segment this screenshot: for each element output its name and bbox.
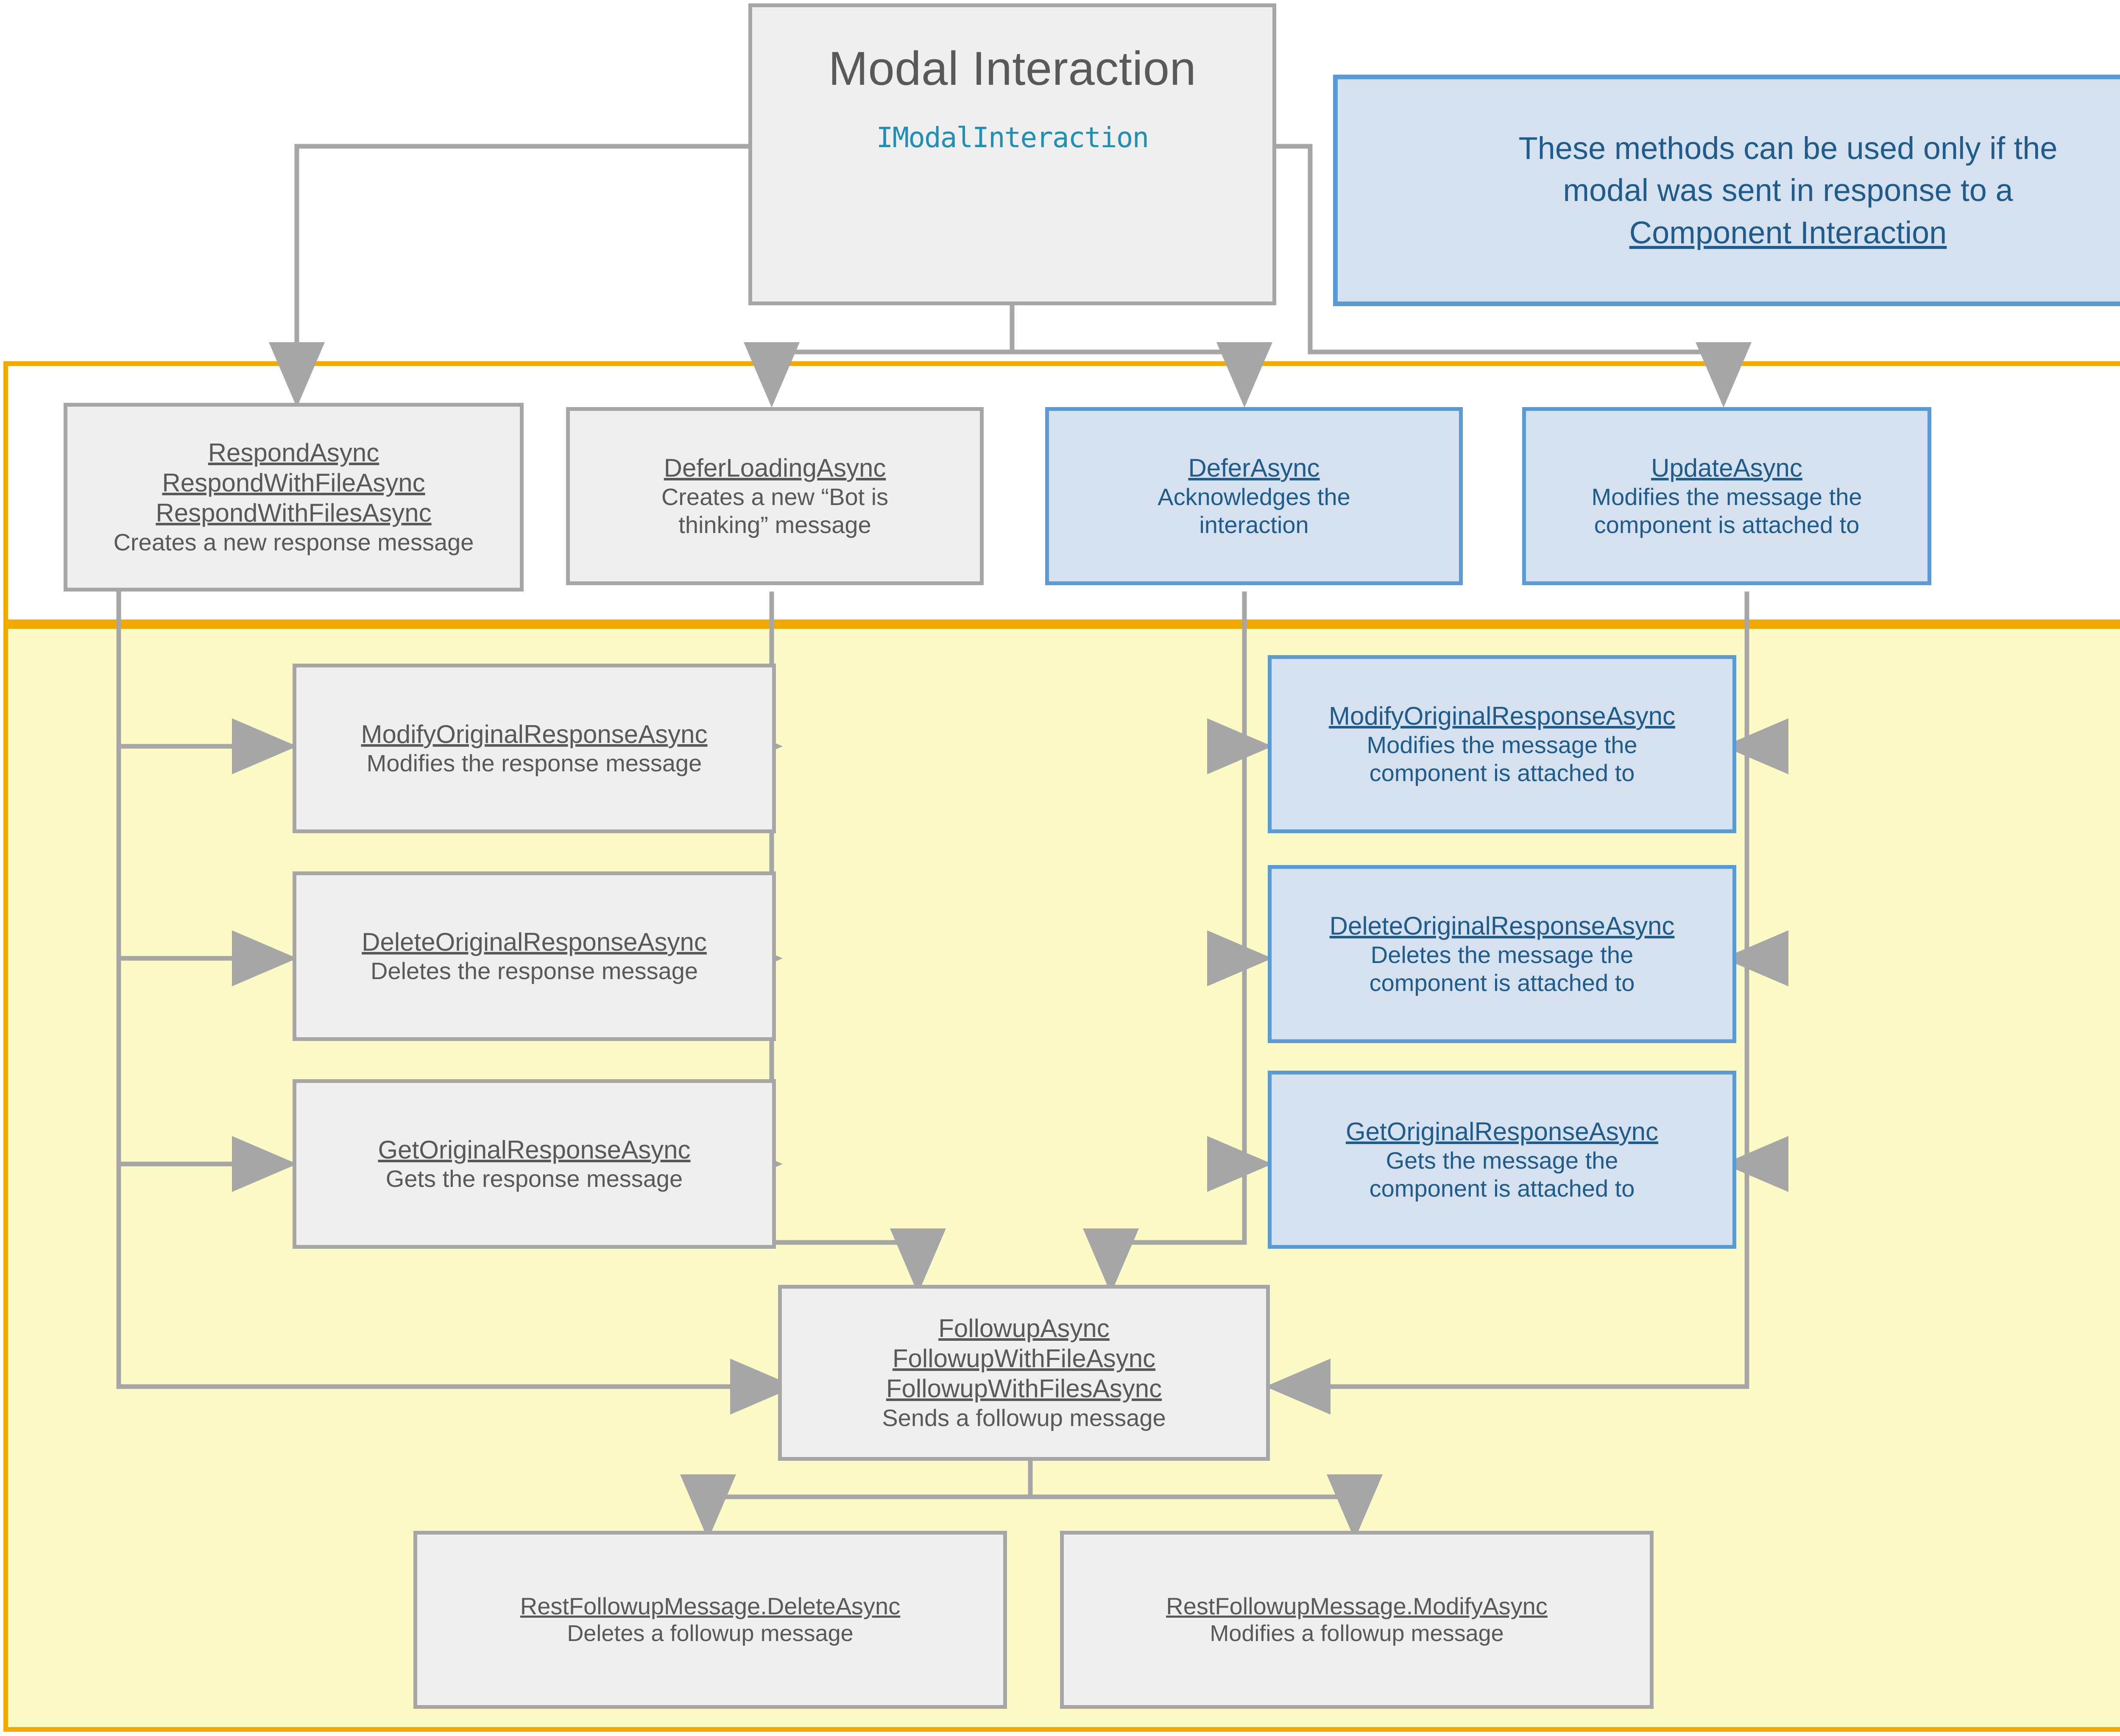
description-defer-loading-0: Creates a new “Bot is — [661, 483, 889, 511]
method-link-modify-original-response-component-0[interactable]: ModifyOriginalResponseAsync — [1328, 701, 1676, 730]
method-link-delete-original-response-0[interactable]: DeleteOriginalResponseAsync — [362, 927, 707, 956]
component-interaction-note: These methods can be used only if the mo… — [1333, 75, 2120, 306]
method-link-defer-loading-0[interactable]: DeferLoadingAsync — [664, 453, 886, 482]
method-link-update-0[interactable]: UpdateAsync — [1651, 453, 1802, 482]
legend-followup-line-4: interaction token’s lifetime — [1933, 797, 2120, 829]
legend-initial-line-1: Has to be executed in 3 seconds — [1933, 435, 2120, 466]
legend-initial-response: Initial Response methods Has to be execu… — [1933, 399, 2120, 530]
description-followup-0: Sends a followup message — [882, 1404, 1166, 1431]
method-link-respond-1[interactable]: RespondWithFileAsync — [162, 469, 425, 497]
method-link-rest-followup-modify-0[interactable]: RestFollowupMessage.ModifyAsync — [1166, 1593, 1548, 1620]
legend-followup-line-3: Can be used multiple times during — [1933, 765, 2120, 797]
method-link-get-original-response-component-0[interactable]: GetOriginalResponseAsync — [1345, 1117, 1659, 1146]
legend-initial-heading: Initial Response methods — [1933, 399, 2120, 435]
description-defer-1: interaction — [1199, 511, 1309, 539]
description-rest-followup-modify-0: Modifies a followup message — [1210, 1621, 1504, 1647]
description-get-original-response-component-0: Gets the message the — [1386, 1147, 1618, 1174]
description-modify-original-response-component-1: component is attached to — [1369, 759, 1635, 787]
description-modify-original-response-0: Modifies the response message — [366, 750, 702, 777]
description-delete-original-response-component-0: Deletes the message the — [1370, 941, 1634, 968]
method-link-followup-1[interactable]: FollowupWithFileAsync — [892, 1344, 1156, 1373]
description-get-original-response-0: Gets the response message — [385, 1165, 683, 1192]
description-update-1: component is attached to — [1594, 511, 1860, 539]
root-node-modal-interaction[interactable]: Modal Interaction IModalInteraction — [748, 3, 1276, 305]
method-link-defer-0[interactable]: DeferAsync — [1188, 453, 1320, 482]
method-link-followup-2[interactable]: FollowupWithFilesAsync — [886, 1374, 1162, 1403]
description-defer-0: Acknowledges the — [1158, 483, 1350, 511]
note-line-1: These methods can be used only if the — [1518, 131, 2058, 166]
root-interface-name: IModalInteraction — [876, 121, 1149, 154]
method-link-delete-original-response-component-0[interactable]: DeleteOriginalResponseAsync — [1329, 911, 1675, 940]
description-delete-original-response-component-1: component is attached to — [1369, 969, 1635, 996]
method-link-get-original-response-0[interactable]: GetOriginalResponseAsync — [378, 1135, 691, 1164]
description-defer-loading-1: thinking” message — [678, 511, 871, 539]
component-interaction-link[interactable]: Component Interaction — [1629, 215, 1947, 250]
legend-followup-heading: Followup methods — [1933, 666, 2120, 702]
description-rest-followup-delete-0: Deletes a followup message — [567, 1621, 854, 1647]
method-link-followup-0[interactable]: FollowupAsync — [938, 1314, 1110, 1343]
method-link-respond-0[interactable]: RespondAsync — [208, 438, 379, 467]
legend-initial-line-3: Can be used only ones per interaction — [1933, 498, 2120, 530]
method-link-respond-2[interactable]: RespondWithFilesAsync — [156, 498, 432, 527]
description-modify-original-response-component-0: Modifies the message the — [1367, 731, 1637, 759]
legend-followup-line-2: after sending an initial response — [1933, 734, 2120, 765]
method-link-modify-original-response-0[interactable]: ModifyOriginalResponseAsync — [361, 720, 708, 748]
legend-initial-line-2: after receiving the interaction — [1933, 467, 2120, 498]
root-title: Modal Interaction — [828, 42, 1197, 95]
description-update-0: Modifies the message the — [1591, 483, 1862, 511]
method-link-rest-followup-delete-0[interactable]: RestFollowupMessage.DeleteAsync — [520, 1593, 901, 1620]
description-get-original-response-component-1: component is attached to — [1369, 1175, 1635, 1202]
description-delete-original-response-0: Deletes the response message — [371, 957, 698, 985]
description-respond-0: Creates a new response message — [113, 528, 474, 555]
legend-followup-line-1: Can be used in 15 minutes — [1933, 702, 2120, 734]
note-line-2: modal was sent in response to a — [1563, 173, 2013, 208]
legend-followup: Followup methods Can be used in 15 minut… — [1933, 666, 2120, 829]
